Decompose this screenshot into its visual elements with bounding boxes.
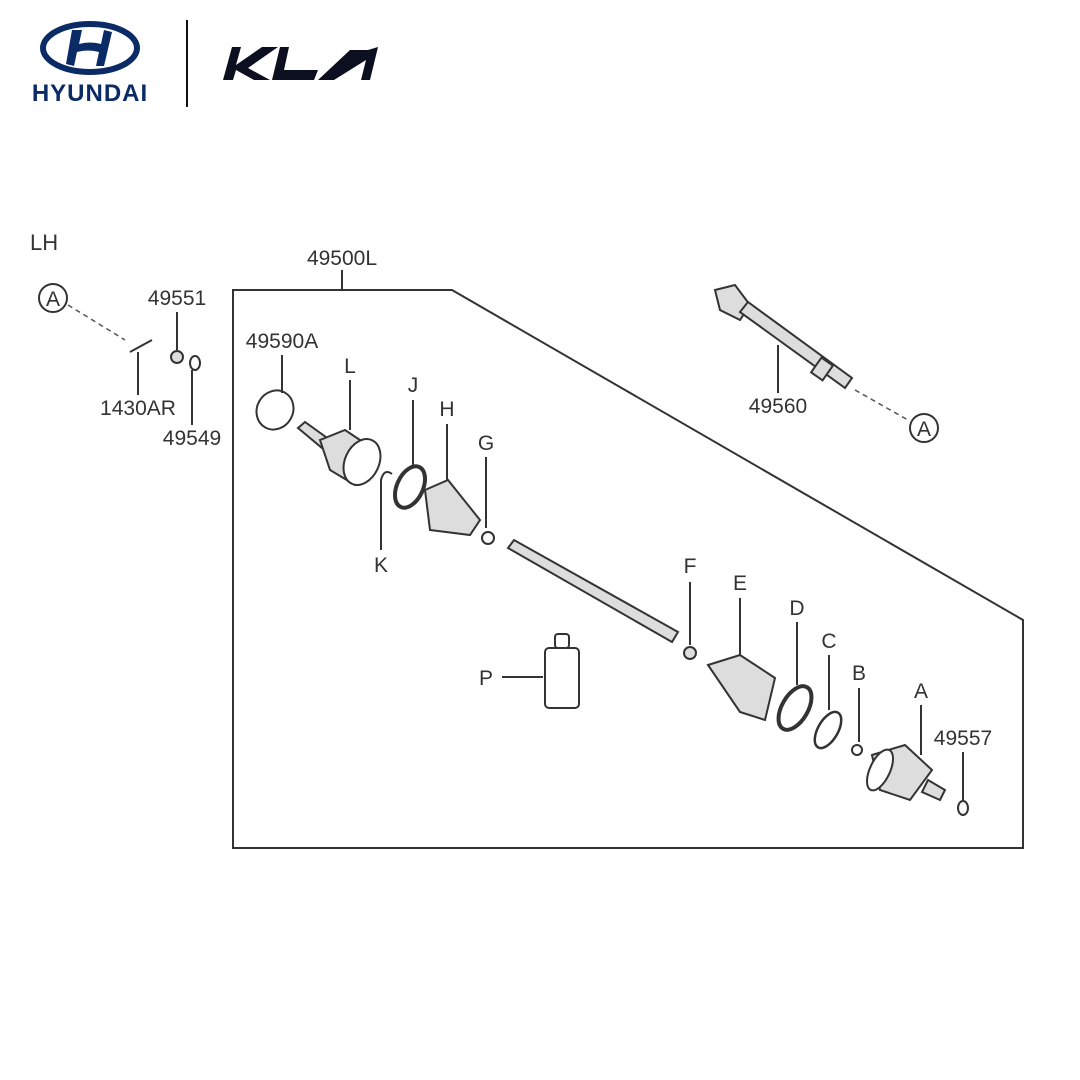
ring-49590A-part: [255, 389, 295, 431]
cv-joint-L-part: [296, 420, 382, 487]
assembly-boundary: [232, 289, 1024, 849]
kia-logo: [223, 47, 378, 80]
callout-L: L: [344, 355, 356, 378]
callout-H: H: [439, 398, 454, 421]
callout-49557: 49557: [934, 727, 992, 750]
hyundai-wordmark: HYUNDAI: [32, 80, 148, 107]
boot-E-part: [706, 653, 777, 722]
axle-shaft-part: [506, 538, 680, 644]
callout-F: F: [684, 555, 697, 578]
bolt-1430AR-part: [129, 339, 153, 353]
callout-B: B: [852, 662, 866, 685]
ref-a-left: A: [46, 288, 60, 311]
grease-P-part: [544, 633, 580, 709]
callout-A: A: [914, 680, 928, 703]
washer-49549-part: [189, 355, 201, 371]
band-G-part: [481, 531, 495, 545]
joint-A-part: [866, 743, 947, 802]
ring-B-part: [851, 744, 863, 756]
callout-E: E: [733, 572, 747, 595]
clip-K-part: [380, 471, 393, 550]
callout-D: D: [789, 597, 804, 620]
callout-C: C: [821, 630, 836, 653]
ref-a-circle-left: [38, 283, 68, 313]
callout-P: P: [479, 667, 493, 690]
callout-K: K: [374, 554, 388, 577]
ref-a-circle-right: [909, 413, 939, 443]
callout-49551: 49551: [148, 287, 206, 310]
ring-49557-part: [957, 800, 969, 816]
callout-J: J: [408, 374, 419, 397]
side-label: LH: [30, 230, 58, 255]
shaft-49560-part: [713, 283, 854, 390]
band-D-part: [776, 684, 814, 732]
hyundai-logo: HYUNDAI: [32, 21, 148, 107]
callout-G: G: [478, 432, 494, 455]
callout-1430AR: 1430AR: [100, 397, 176, 420]
band-J-part: [392, 464, 428, 510]
nut-49551-part: [170, 350, 184, 364]
callout-49500L: 49500L: [307, 247, 377, 270]
ring-C-part: [813, 710, 843, 750]
boot-H-part: [423, 478, 482, 537]
callout-49590A: 49590A: [246, 330, 318, 353]
band-F-part: [683, 646, 697, 660]
callout-49560: 49560: [749, 395, 807, 418]
callout-49549: 49549: [163, 427, 221, 450]
ref-a-right: A: [917, 418, 931, 441]
